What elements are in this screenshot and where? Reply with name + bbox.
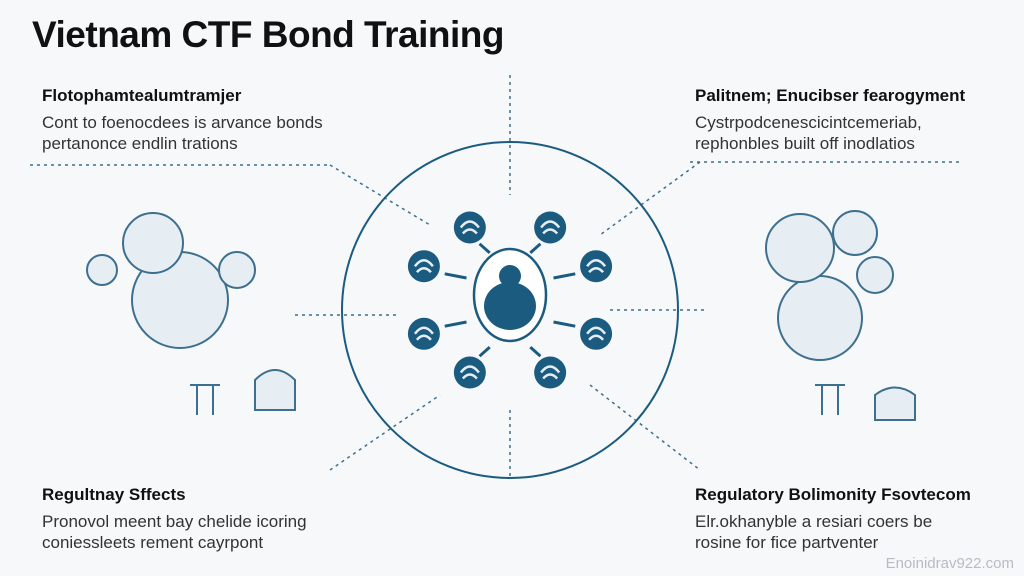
section-body-line: rosine for fice partventer	[695, 533, 879, 552]
section-bottom-left: Regultnay Sffects Pronovol meent bay che…	[42, 485, 307, 553]
section-body-line: coniessleets rement cayrpont	[42, 533, 264, 552]
node-arrow	[444, 272, 467, 280]
node-icon	[453, 211, 491, 254]
watermark: Enoinidrav922.com	[885, 555, 1014, 572]
section-body-line: rephonbles built off inodlatios	[695, 134, 915, 153]
section-top-right: Palitnem; Enucibser fearogyment Cystrpod…	[695, 86, 965, 154]
node-icon	[553, 317, 613, 350]
node-icon	[553, 250, 613, 283]
page-title: Vietnam CTF Bond Training	[32, 14, 504, 55]
node-arrow	[553, 320, 576, 328]
section-body-line: Cystrpodcenescicintcemeriab,	[695, 113, 922, 132]
section-body-line: Pronovol meent bay chelide icoring	[42, 512, 307, 531]
right-illustration-icon	[765, 210, 916, 421]
node-arrow	[478, 242, 491, 254]
section-heading: Regultnay Sffects	[42, 485, 186, 504]
node-arrow	[553, 272, 576, 280]
node-icon	[529, 211, 567, 254]
section-top-left: Flotophamtealumtramjer Cont to foenocdee…	[42, 86, 323, 154]
connector-lines	[30, 75, 960, 480]
section-heading: Flotophamtealumtramjer	[42, 86, 242, 105]
section-body-line: Elr.okhanyble a resiari coers be	[695, 512, 933, 531]
section-heading: Regulatory Bolimonity Fsovtecom	[695, 485, 971, 504]
node-arrow	[529, 346, 542, 358]
outer-ring	[341, 141, 679, 479]
section-body-line: pertanonce endlin trations	[42, 134, 238, 153]
node-arrow	[478, 346, 491, 358]
section-bottom-right: Regulatory Bolimonity Fsovtecom Elr.okha…	[695, 485, 971, 553]
node-icon	[453, 346, 491, 389]
node-icon	[529, 346, 567, 389]
node-icons	[407, 211, 613, 389]
node-icon	[407, 317, 467, 350]
node-arrow	[444, 320, 467, 328]
section-heading: Palitnem; Enucibser fearogyment	[695, 86, 966, 105]
node-arrow	[529, 242, 542, 254]
central-egg-icon	[472, 247, 548, 343]
section-body-line: Cont to foenocdees is arvance bonds	[42, 113, 323, 132]
node-icon	[407, 250, 467, 283]
left-illustration-icon	[86, 212, 296, 415]
